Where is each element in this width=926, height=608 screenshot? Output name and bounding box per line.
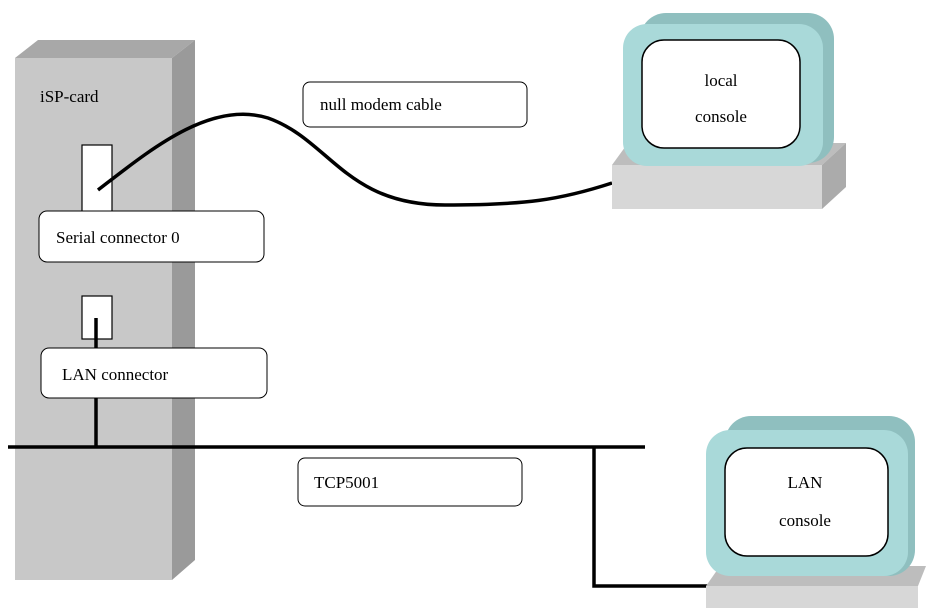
serial-connector-label: Serial connector 0 (56, 228, 180, 247)
null-modem-cable-line (96, 112, 613, 207)
local-console-label-line1: local (704, 71, 737, 90)
serial-port (81, 144, 113, 214)
local-console-base-side (822, 143, 846, 209)
lan-connector-label-box: LAN connector (40, 347, 268, 399)
lan-console-label-line1: LAN (788, 473, 823, 492)
null-modem-cable-label-box: null modem cable (302, 81, 528, 128)
tcp-port-box (297, 457, 523, 507)
isp-card-top-face (15, 40, 195, 58)
lan-console: LAN console (706, 416, 926, 608)
lan-connector-box (40, 347, 268, 399)
lan-connector-label: LAN connector (62, 365, 169, 384)
local-console-screen (641, 39, 801, 149)
lan-console-label-line2: console (779, 511, 831, 530)
local-console-label-line2: console (695, 107, 747, 126)
null-modem-cable-box (302, 81, 528, 128)
local-console-base (612, 165, 822, 209)
bus-to-lan-console-line (592, 447, 710, 588)
isp-card-side-face (172, 40, 195, 580)
null-modem-cable-label: null modem cable (320, 95, 442, 114)
serial-connector-label-box: Serial connector 0 (38, 210, 265, 263)
isp-card-label: iSP-card (40, 87, 99, 106)
lan-console-base (706, 586, 918, 608)
lan-console-screen (724, 447, 889, 557)
serial-connector-box (38, 210, 265, 263)
local-console: local console (612, 13, 846, 209)
tcp-port-label-box: TCP5001 (297, 457, 523, 507)
tcp-port-label: TCP5001 (314, 473, 379, 492)
